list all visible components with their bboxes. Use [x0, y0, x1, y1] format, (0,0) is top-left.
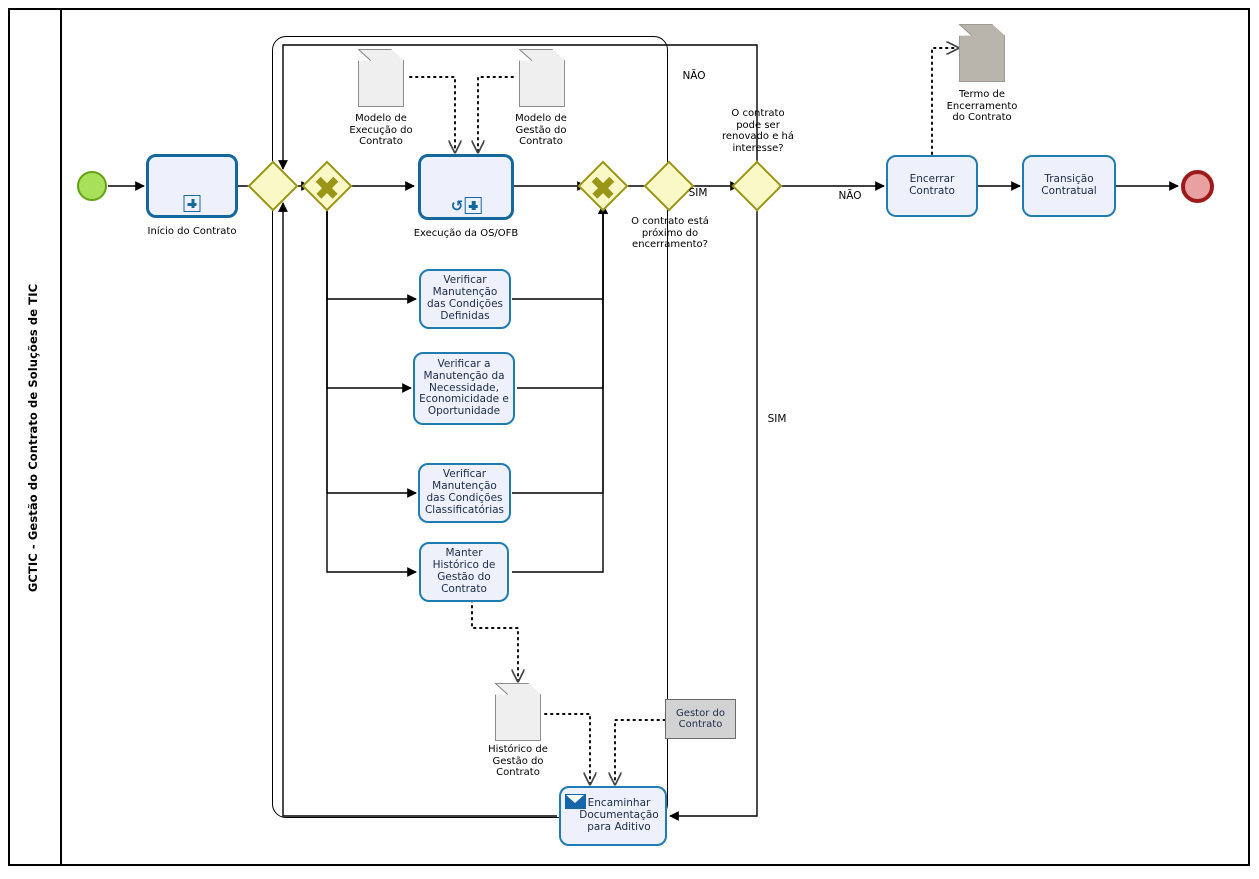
task-encerrar-contrato[interactable]: Encerrar Contrato — [886, 155, 978, 217]
document-label-historico-gestao: Histórico de Gestão do Contrato — [488, 744, 548, 779]
caption-inicio-do-contrato: Início do Contrato — [147, 226, 237, 237]
document-fold-icon — [495, 683, 508, 695]
end-event[interactable] — [1181, 170, 1214, 203]
start-event[interactable] — [77, 171, 107, 201]
lane-title: GCTIC - Gestão do Contrato de Soluções d… — [26, 283, 40, 593]
task-inicio-do-contrato[interactable] — [146, 154, 238, 218]
task-encaminhar-documentacao-para-aditivo[interactable]: Encaminhar Documentação para Aditivo — [559, 786, 667, 846]
lane-header: GCTIC - Gestão do Contrato de Soluções d… — [8, 8, 60, 866]
document-label-modelo-gestao: Modelo de Gestão do Contrato — [515, 113, 567, 148]
flow-label-nao-loop: NÃO — [682, 70, 706, 82]
pool-border — [8, 8, 1250, 866]
task-verificar-condicoes-definidas[interactable]: Verificar Manutenção das Condições Defin… — [419, 269, 511, 329]
task-execucao-da-os-ofb[interactable]: ↺ — [418, 154, 514, 220]
loop-icon: ↺ — [450, 196, 464, 215]
flow-label-sim-encerramento: SIM — [688, 187, 708, 199]
task-transicao-contratual[interactable]: Transição Contratual — [1022, 155, 1116, 217]
envelope-icon — [565, 794, 586, 809]
document-modelo-execucao-contrato[interactable] — [358, 49, 404, 107]
gateway-label-renovacao: O contrato pode ser renovado e há intere… — [722, 108, 794, 154]
task-label: Encaminhar Documentação para Aditivo — [579, 797, 659, 833]
annotation-label: Gestor do Contrato — [676, 707, 725, 731]
caption-execucao-da-os-ofb: Execução da OS/OFB — [413, 228, 519, 239]
document-historico-gestao-contrato[interactable] — [495, 683, 541, 741]
document-fold-icon — [358, 49, 371, 61]
task-manter-historico-gestao[interactable]: Manter Histórico de Gestão do Contrato — [419, 542, 509, 602]
flow-label-nao-renovacao: NÃO — [838, 190, 862, 202]
task-label: Manter Histórico de Gestão do Contrato — [432, 547, 496, 595]
gateway-label-proximo-encerramento: O contrato está próximo do encerramento? — [631, 216, 709, 251]
task-label: Encerrar Contrato — [909, 173, 955, 197]
document-modelo-gestao-contrato[interactable] — [519, 49, 565, 107]
task-verificar-manutencao-necessidade[interactable]: Verificar a Manutenção da Necessidade, E… — [413, 352, 515, 425]
marker-group: ↺ — [451, 197, 482, 214]
lane-divider — [60, 8, 62, 866]
task-label: Verificar Manutenção das Condições Defin… — [426, 274, 504, 322]
task-label: Verificar a Manutenção da Necessidade, E… — [419, 357, 509, 418]
task-label: Transição Contratual — [1041, 173, 1097, 197]
document-label-termo-encerramento: Termo de Encerramento do Contrato — [946, 89, 1018, 124]
marker-group — [183, 195, 201, 212]
annotation-gestor-do-contrato[interactable]: Gestor do Contrato — [665, 699, 736, 739]
document-label-modelo-execucao: Modelo de Execução do Contrato — [349, 113, 413, 148]
expand-plus-icon[interactable] — [464, 197, 482, 214]
document-fold-icon — [959, 24, 972, 36]
document-termo-encerramento-contrato[interactable] — [959, 24, 1005, 82]
flow-label-sim-renovacao: SIM — [767, 413, 787, 425]
task-verificar-condicoes-classificatorias[interactable]: Verificar Manutenção das Condições Class… — [418, 463, 511, 523]
task-label: Verificar Manutenção das Condições Class… — [424, 468, 505, 516]
document-fold-icon — [519, 49, 532, 61]
loop-container — [272, 36, 668, 818]
expand-plus-icon[interactable] — [183, 195, 201, 212]
